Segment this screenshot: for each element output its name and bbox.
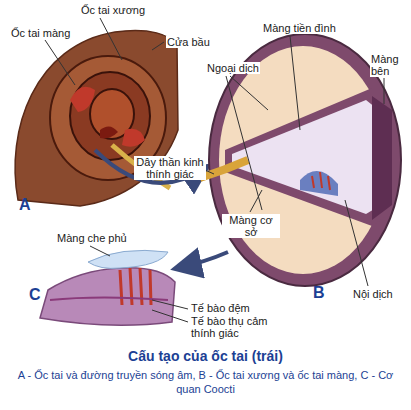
- figure-caption: A - Ốc tai và đường truyền sóng âm, B - …: [4, 368, 407, 396]
- part-label: Màng bên: [370, 53, 408, 77]
- panel-letter: C: [28, 286, 42, 304]
- figure-title: Cấu tạo của ốc tai (trái): [0, 348, 411, 365]
- part-label: Tế bào thụ cảm thính giác: [190, 315, 282, 339]
- part-label: Tế bào đệm: [190, 302, 251, 314]
- part-label: Ốc tai màng: [10, 27, 71, 39]
- part-label: Cửa bầu: [166, 36, 211, 48]
- part-label: Ngoại dịch: [206, 62, 260, 74]
- panel-letter: A: [18, 196, 32, 214]
- panel-letter: B: [312, 284, 326, 302]
- part-label: Màng che phủ: [56, 232, 128, 244]
- part-label: Nội dịch: [352, 288, 394, 300]
- part-label: Màng tiền đình: [262, 22, 337, 34]
- part-label: Dây thần kinh thính giác: [134, 156, 206, 180]
- part-label: Màng cơ sở: [222, 214, 280, 238]
- part-label: Ốc tai xương: [80, 4, 146, 16]
